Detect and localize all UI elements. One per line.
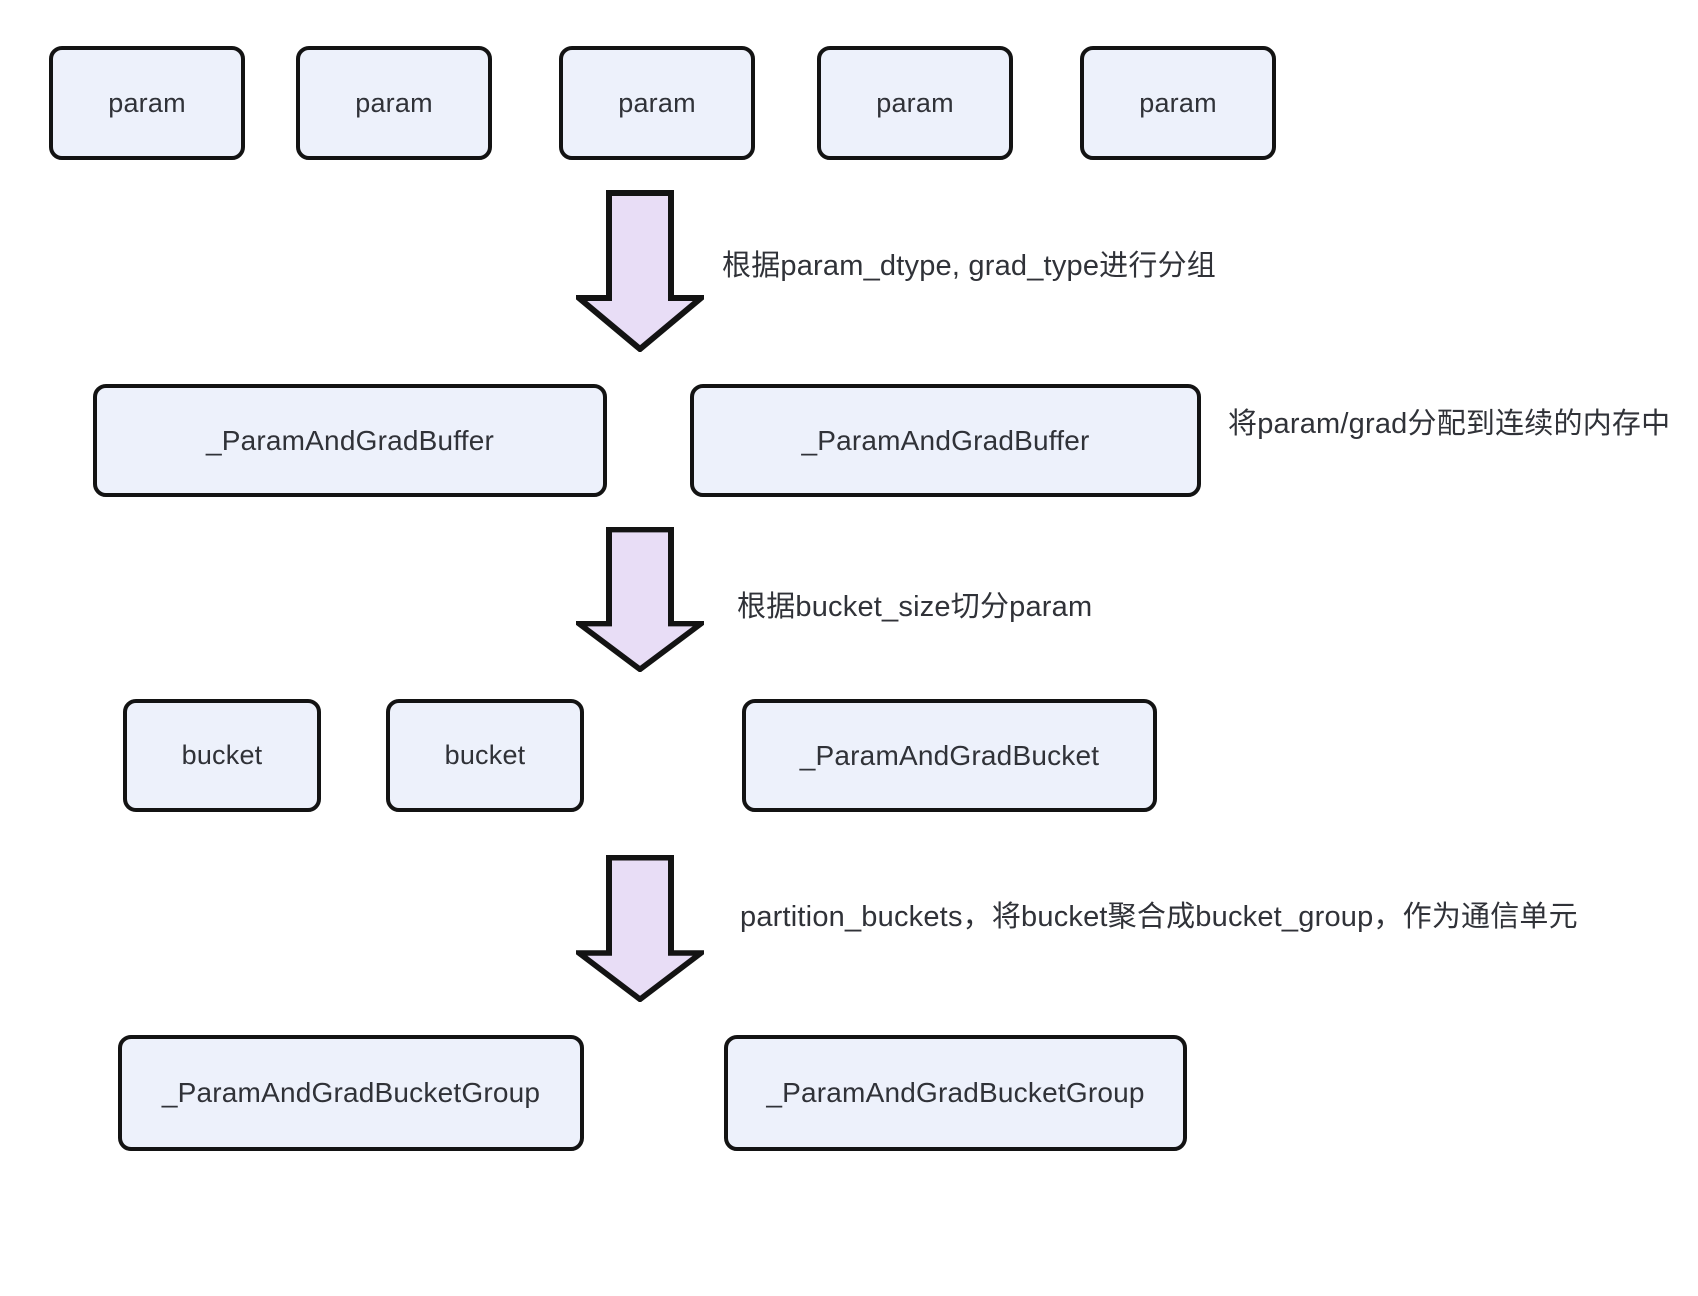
bucket-box: bucket — [123, 699, 321, 812]
buffer-box: _ParamAndGradBuffer — [93, 384, 607, 497]
down-arrow-icon — [576, 855, 704, 1002]
param-box: param — [817, 46, 1013, 160]
bucket-group-box: _ParamAndGradBucketGroup — [724, 1035, 1187, 1151]
buffer-side-note: 将param/grad分配到连续的内存中 — [1228, 408, 1671, 440]
bucket-group-box: _ParamAndGradBucketGroup — [118, 1035, 584, 1151]
param-box: param — [559, 46, 755, 160]
param-box: param — [1080, 46, 1276, 160]
param-box: param — [296, 46, 492, 160]
arrow-label-group-by-dtype: 根据param_dtype, grad_type进行分组 — [722, 250, 1216, 282]
down-arrow-icon — [576, 527, 704, 672]
param-box: param — [49, 46, 245, 160]
param-and-grad-bucket-box: _ParamAndGradBucket — [742, 699, 1157, 812]
bucket-box: bucket — [386, 699, 584, 812]
arrow-label-partition-buckets: partition_buckets，将bucket聚合成bucket_group… — [740, 901, 1578, 933]
down-arrow-icon — [576, 190, 704, 352]
arrow-label-split-by-bucket-size: 根据bucket_size切分param — [737, 591, 1093, 623]
buffer-box: _ParamAndGradBuffer — [690, 384, 1201, 497]
